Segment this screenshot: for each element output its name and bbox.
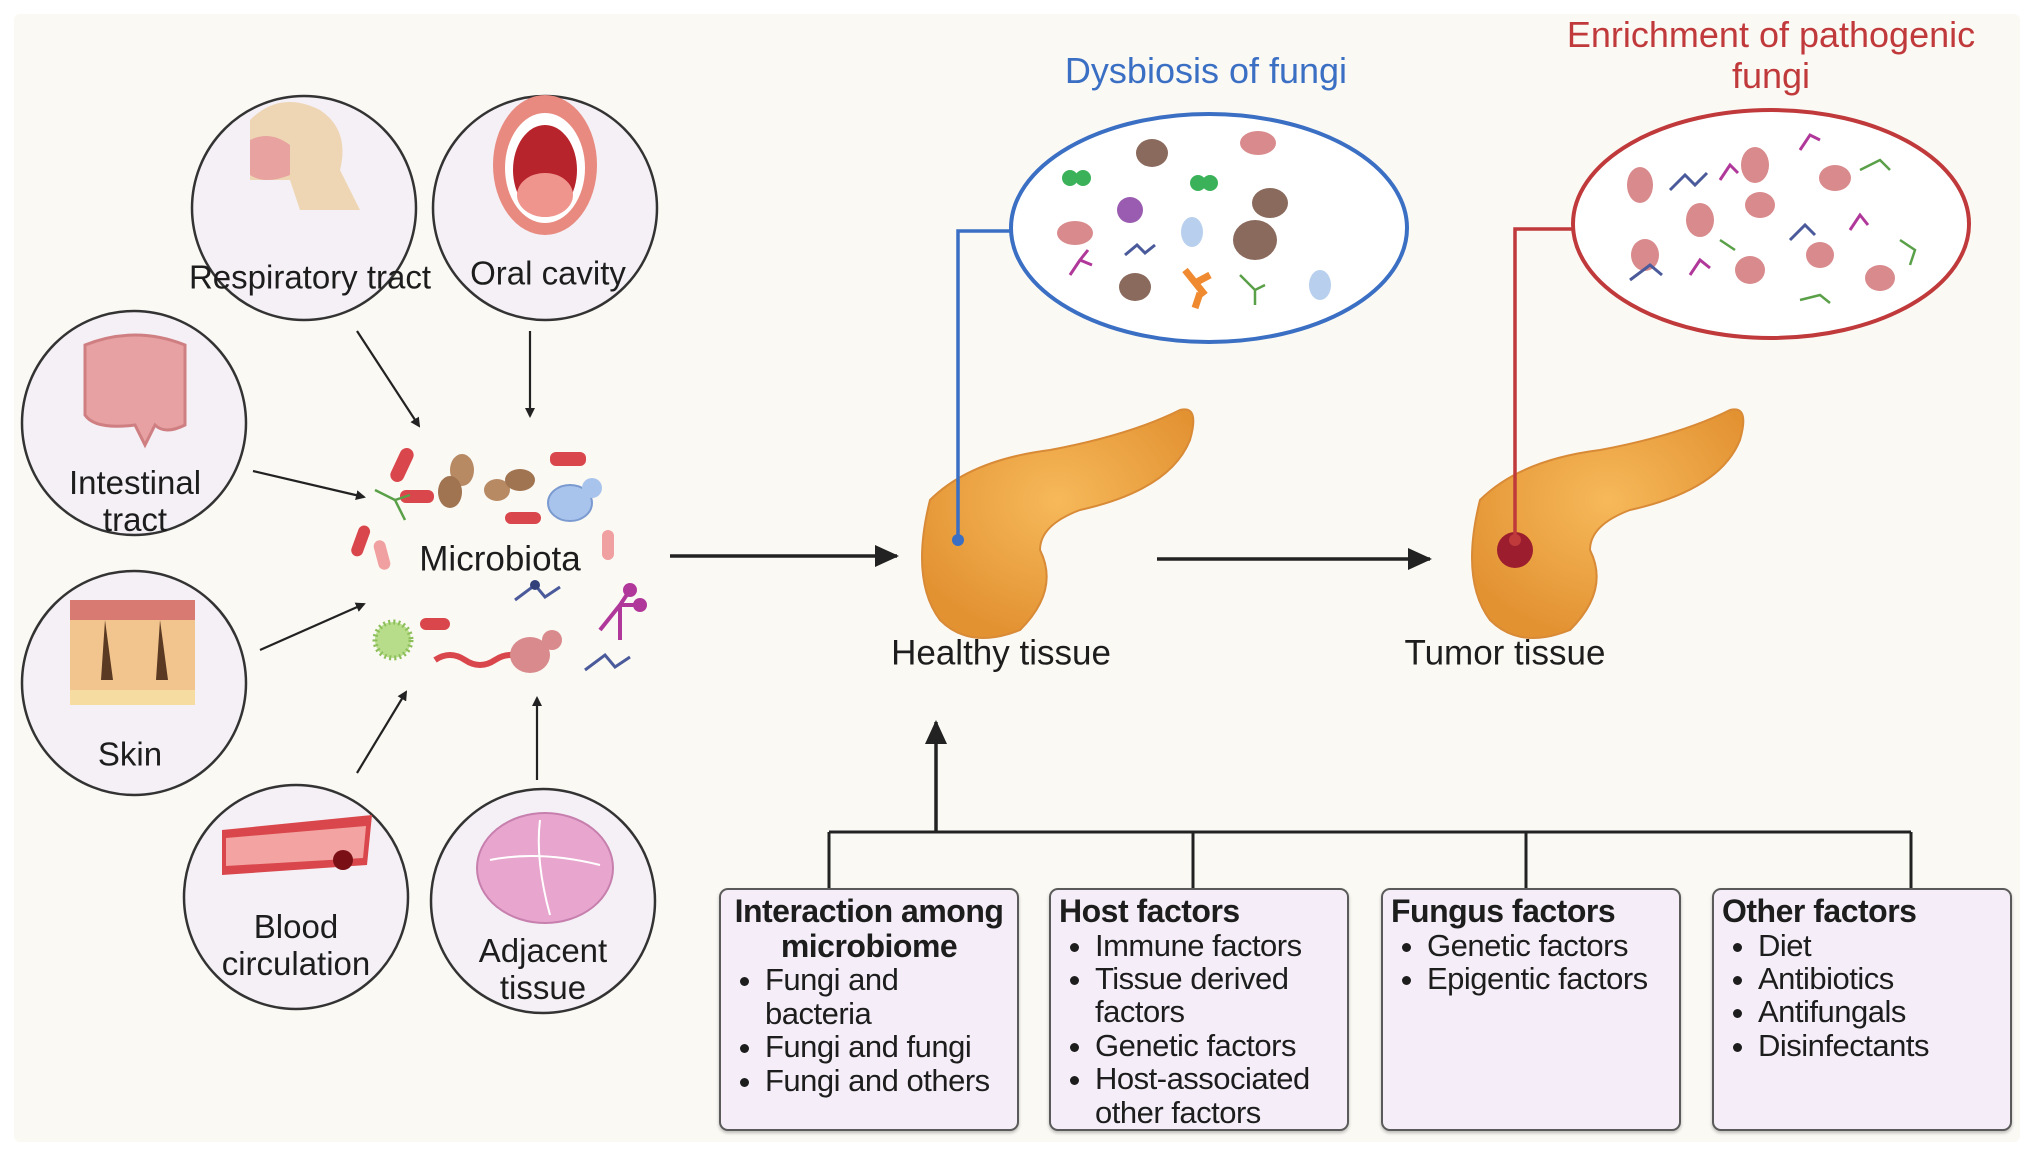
factor-item: Antibiotics — [1758, 962, 2002, 996]
factor-title: Other factors — [1722, 893, 1917, 929]
factor-box-fungus: Fungus factors Genetic factors Epigentic… — [1381, 888, 1681, 1131]
intestinal-tract-label: Intestinal tract — [68, 464, 202, 538]
enrichment-title-line1: Enrichment of pathogenic — [1566, 14, 1976, 55]
adjacent-tissue-label: Adjacent tissue — [478, 932, 608, 1006]
adjacent-tissue-circle — [429, 787, 657, 1015]
factor-title: Interaction among microbiome — [734, 893, 1004, 964]
factor-box-interaction: Interaction among microbiome Fungi and b… — [719, 888, 1019, 1131]
arrow-intestinal — [252, 469, 366, 501]
respiratory-tract-label: Respiratory tract — [188, 258, 432, 296]
factor-item: Fungi and others — [765, 1063, 1009, 1097]
dysbiosis-ellipse — [952, 112, 1409, 546]
arrow-blood — [356, 690, 408, 774]
healthy-tissue-label: Healthy tissue — [891, 633, 1111, 673]
head-icon — [250, 102, 360, 210]
intestinal-tract-circle — [20, 309, 248, 537]
skin-label: Skin — [97, 735, 163, 773]
arrow-skin — [259, 602, 366, 652]
factor-box-host: Host factors Immune factors Tissue deriv… — [1049, 888, 1349, 1131]
oral-cavity-circle — [431, 94, 659, 322]
enrichment-ellipse — [1509, 108, 1971, 546]
tumor-tissue-label: Tumor tissue — [1404, 633, 1606, 673]
factor-item: Host-associated other factors — [1095, 1062, 1339, 1129]
factor-box-other: Other factors Diet Antibiotics Antifunga… — [1712, 888, 2012, 1131]
tissue-icon — [476, 812, 614, 924]
microbiota-cluster-icon — [351, 448, 647, 673]
factor-item: Antifungals — [1758, 995, 2002, 1029]
factor-title: Fungus factors — [1391, 893, 1616, 929]
respiratory-tract-circle — [190, 94, 418, 322]
enrichment-title: Enrichment of pathogenic fungi — [1567, 14, 1975, 97]
blood-circulation-label: Blood circulation — [221, 908, 371, 982]
intestine-icon — [83, 333, 187, 449]
factor-item: Genetic factors — [1427, 928, 1671, 962]
factor-item: Tissue derived factors — [1095, 962, 1339, 1029]
factor-item: Fungi and bacteria — [765, 963, 1009, 1030]
factor-item: Diet — [1758, 928, 2002, 962]
factor-item: Genetic factors — [1095, 1028, 1339, 1062]
factor-item: Disinfectants — [1758, 1028, 2002, 1062]
blood-circulation-circle — [182, 783, 410, 1011]
enrichment-title-line2: fungi — [1731, 55, 1811, 97]
healthy-pancreas-icon — [921, 408, 1195, 639]
factors-bracket — [827, 830, 1913, 888]
oral-cavity-label: Oral cavity — [470, 254, 626, 292]
arrow-respiratory — [356, 330, 421, 428]
factor-title: Host factors — [1059, 893, 1240, 929]
tumor-icon — [1497, 532, 1533, 568]
dysbiosis-title: Dysbiosis of fungi — [1064, 50, 1348, 91]
skin-circle — [20, 569, 248, 797]
factor-item: Epigentic factors — [1427, 962, 1671, 996]
factor-item: Fungi and fungi — [765, 1030, 1009, 1064]
microbiota-label: Microbiota — [419, 539, 581, 579]
factor-item: Immune factors — [1095, 928, 1339, 962]
tumor-pancreas-icon — [1471, 408, 1745, 639]
